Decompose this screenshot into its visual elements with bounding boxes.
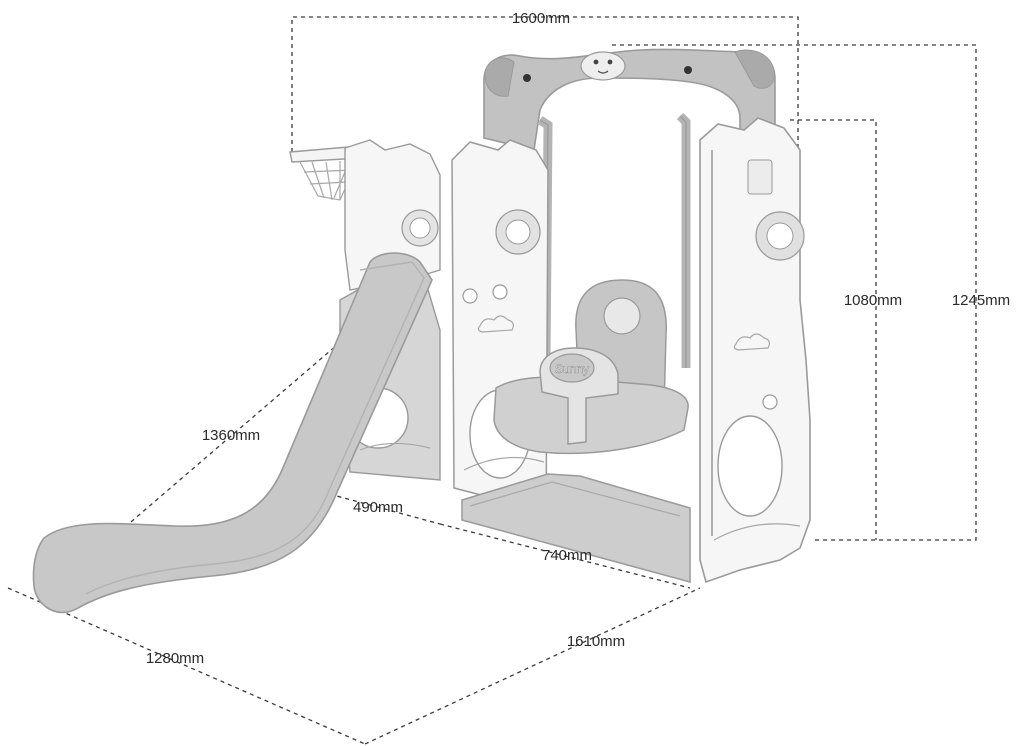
dim-base-depth: 490mm bbox=[353, 499, 403, 516]
dimension-labels: 1600mm 1080mm 1245mm 1360mm 490mm 740mm … bbox=[146, 10, 1010, 667]
top-width-line bbox=[291, 16, 799, 160]
dim-frame-height: 1080mm bbox=[844, 292, 902, 309]
swing-seat: Sunny bbox=[493, 279, 689, 455]
dim-slide-length: 1360mm bbox=[202, 427, 260, 444]
swing-arch bbox=[483, 48, 776, 151]
swing-base bbox=[461, 473, 691, 583]
dim-top-width: 1600mm bbox=[512, 10, 570, 27]
swing-width-line bbox=[439, 523, 691, 589]
seat-badge-label: Sunny bbox=[555, 362, 589, 376]
dim-total-length: 1610mm bbox=[567, 633, 625, 650]
slide bbox=[32, 252, 433, 614]
dim-total-height: 1245mm bbox=[952, 292, 1010, 309]
dim-slide-width: 1280mm bbox=[146, 650, 204, 667]
dim-swing-width: 740mm bbox=[542, 547, 592, 564]
left-middle-panel bbox=[451, 139, 549, 532]
right-front-panel bbox=[699, 117, 811, 584]
slide-width-line bbox=[7, 587, 366, 745]
total-height-line bbox=[612, 44, 977, 541]
total-length-line bbox=[364, 587, 701, 745]
